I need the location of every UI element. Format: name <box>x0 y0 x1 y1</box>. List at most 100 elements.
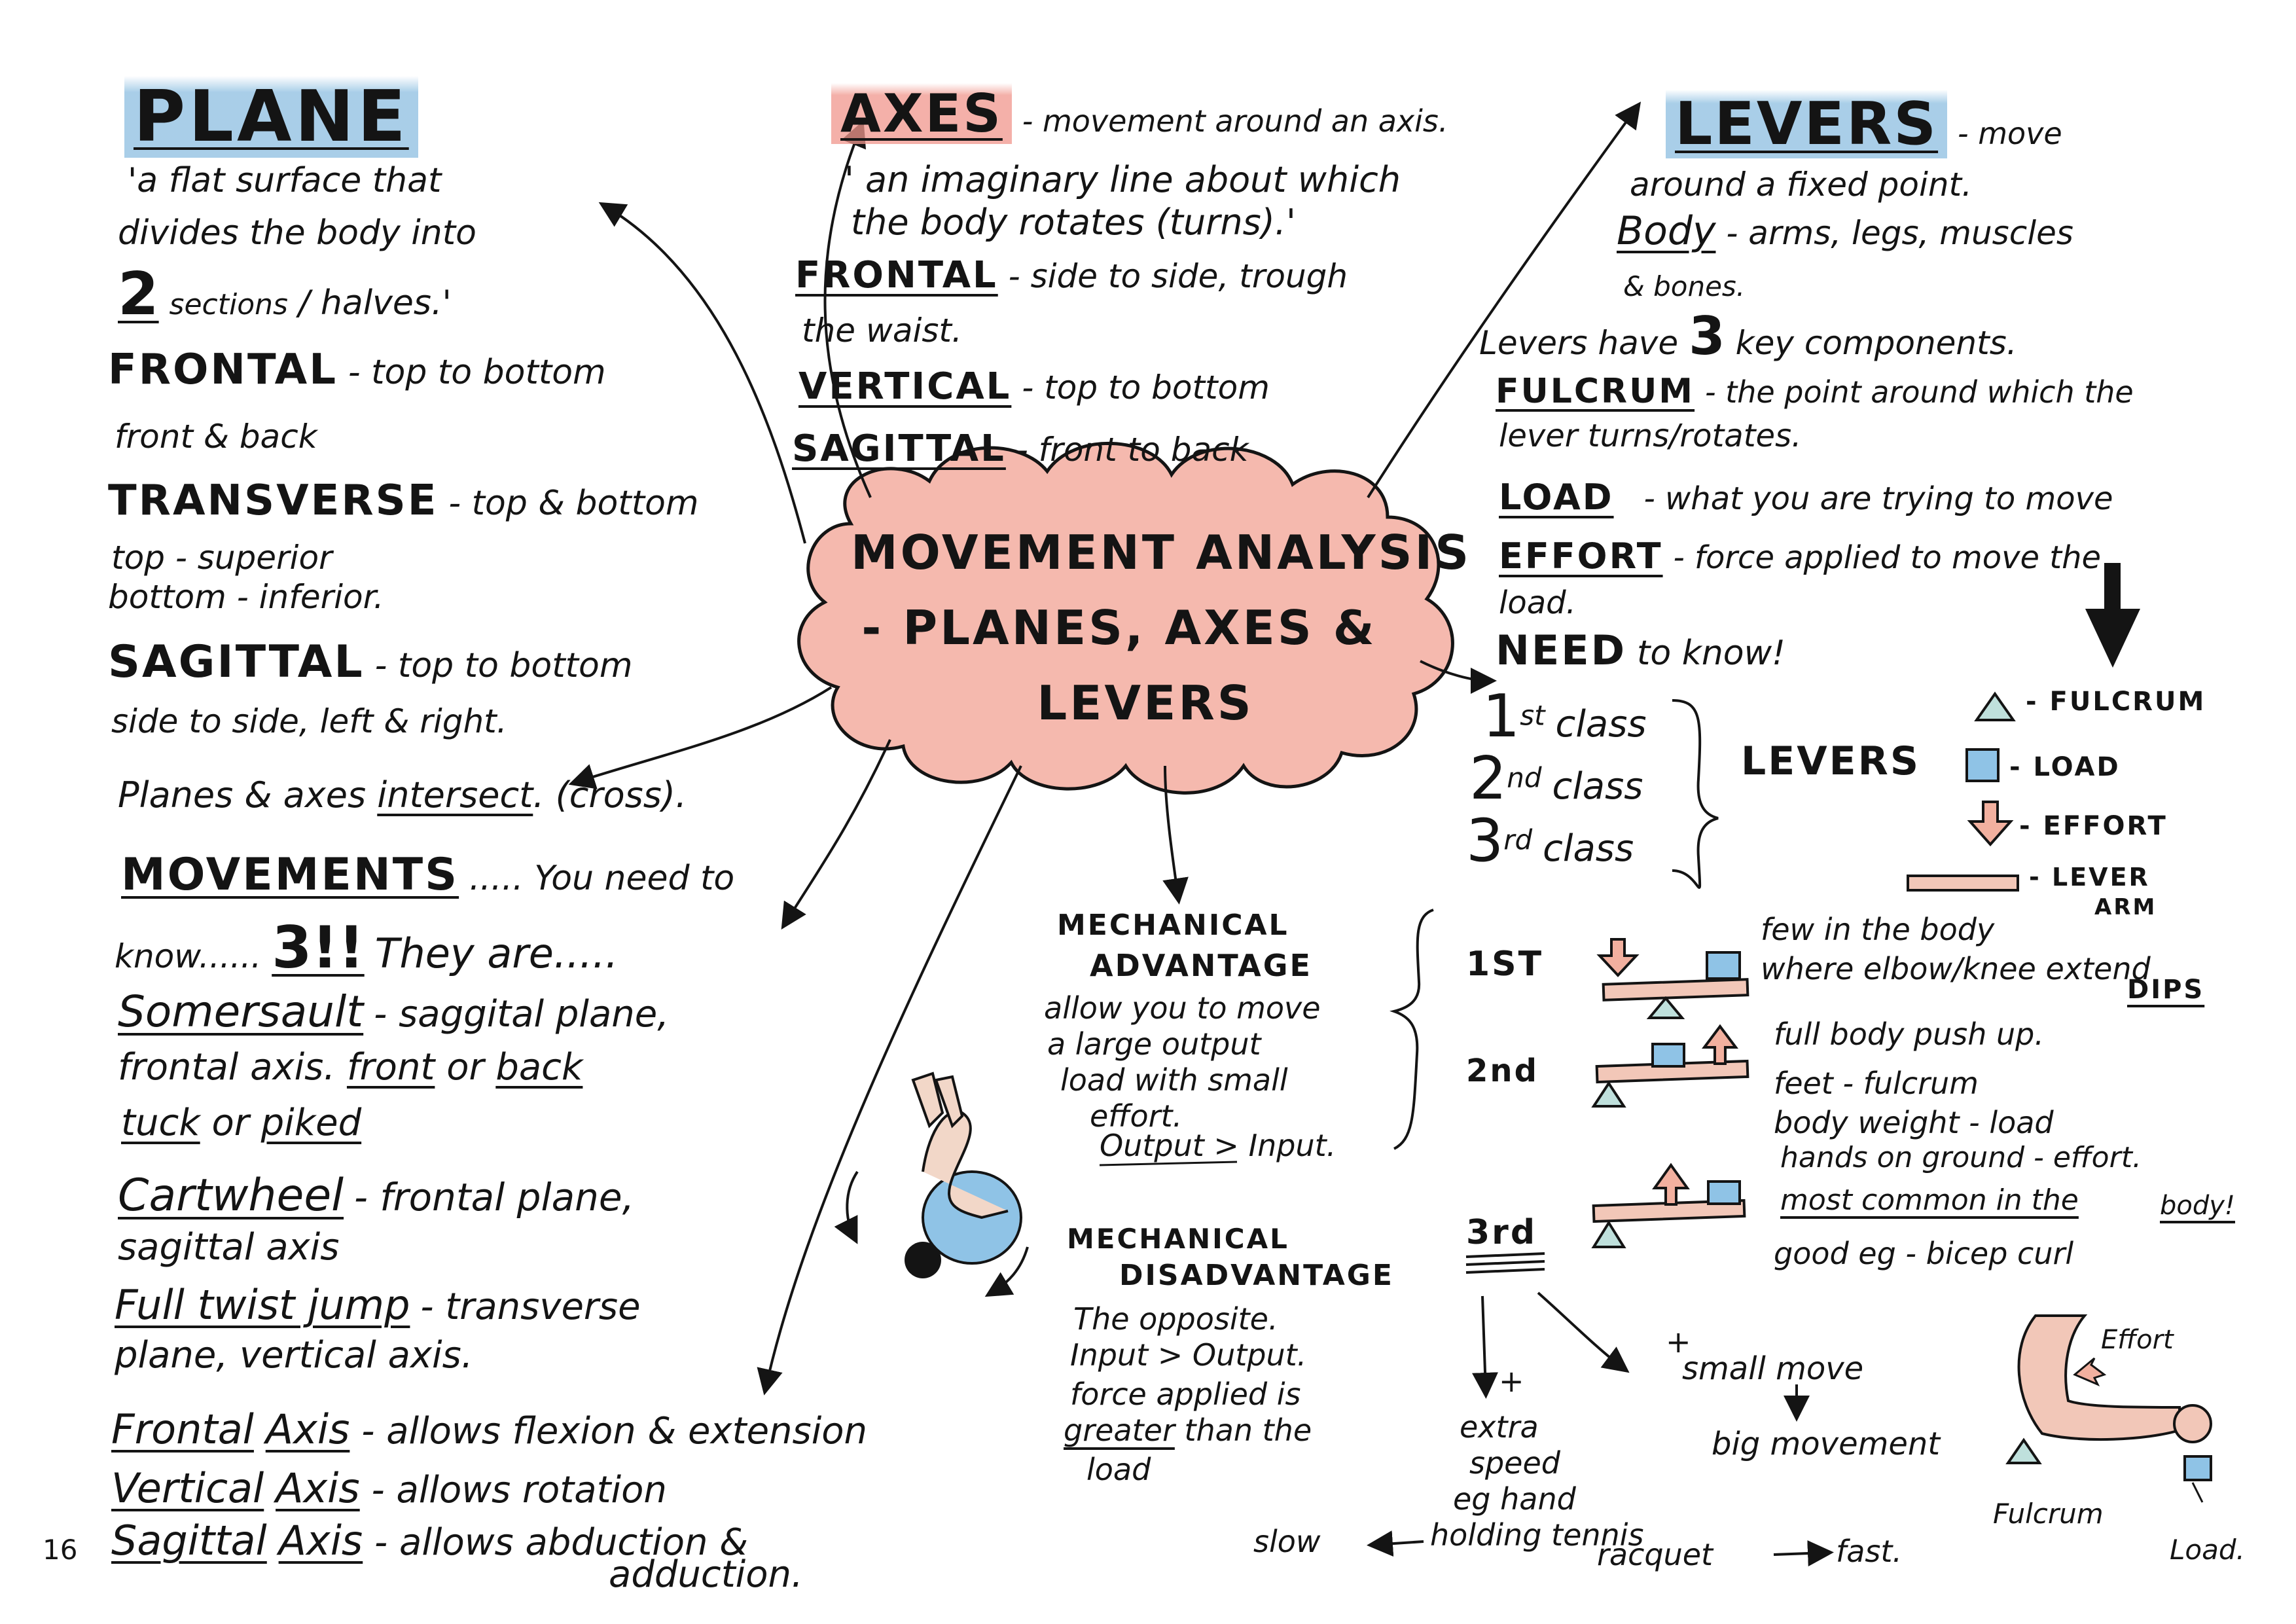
cartwheel-desc: - frontal plane, <box>353 1175 635 1219</box>
first-desc1: few in the body <box>1761 912 1995 947</box>
axes-vertical-heading: VERTICAL <box>798 365 1012 408</box>
second-class-lever <box>1591 1024 1749 1108</box>
page-number: 16 <box>43 1534 78 1566</box>
levers-effort-row: EFFORT - force applied to move the <box>1499 537 2101 575</box>
levers-body-desc2: & bones. <box>1623 270 1746 302</box>
movements-title: MOVEMENTS <box>121 849 459 901</box>
plane-sagittal-desc2: side to side, left & right. <box>111 702 507 740</box>
vertical-axis-word: Vertical <box>111 1464 264 1512</box>
levers-components-suffix: key components. <box>1735 324 2017 362</box>
axes-sagittal-heading: SAGITTAL <box>792 427 1006 470</box>
axes-frontal-row: FRONTAL - side to side, trough <box>795 255 1348 296</box>
somersault-piked: piked <box>260 1102 362 1144</box>
cartwheel-row: Cartwheel - frontal plane, <box>118 1171 635 1221</box>
second-desc3: body weight - load <box>1774 1105 2054 1140</box>
mech-dis-heading2: DISADVANTAGE <box>1119 1259 1394 1292</box>
class-1-suffix: st <box>1520 699 1545 732</box>
levers-effort-desc2: load. <box>1499 585 1576 621</box>
classes-brace <box>1672 699 1719 889</box>
big-effort-arrow <box>2085 563 2140 668</box>
plane-sagittal-desc: - top to bottom <box>374 646 633 685</box>
key-lever-label: - LEVER <box>2029 863 2150 892</box>
mech-adv-desc1: allow you to move <box>1044 990 1321 1026</box>
plane-transverse-desc2: top - superior <box>111 539 332 577</box>
extra-line5: racquet <box>1597 1537 1713 1572</box>
plane-frontal-desc2: front & back <box>115 418 317 456</box>
need-word: NEED <box>1496 626 1627 674</box>
movements-title-row: MOVEMENTS ..... You need to <box>121 849 734 901</box>
movements-know-word: know...... <box>115 937 262 975</box>
plane-frontal-desc: - top to bottom <box>348 353 606 392</box>
key-lever-icon <box>1907 875 2019 892</box>
third-class-lever <box>1591 1163 1746 1248</box>
levers-body-heading: Body <box>1617 208 1716 254</box>
mech-dis-desc3: force applied is <box>1070 1377 1301 1412</box>
plane-sections-word: sections <box>169 288 288 321</box>
somersault-front: front <box>346 1046 435 1089</box>
somersault-desc: - saggital plane, <box>374 993 670 1036</box>
axes-title-desc: - movement around an axis. <box>1022 103 1448 139</box>
vertical-axis-row: Vertical Axis - allows rotation <box>111 1466 667 1511</box>
mech-adv-desc2: a large output <box>1047 1026 1261 1062</box>
big-movement-label: big movement <box>1712 1426 1941 1462</box>
vertical-axis-axis: Axis <box>276 1464 360 1512</box>
center-title-line1: MOVEMENT ANALYSIS <box>851 525 1472 580</box>
axes-vertical-row: VERTICAL - top to bottom <box>798 367 1270 407</box>
plane-def-line1: 'a flat surface that <box>128 161 442 200</box>
need-to-know-row: NEED to know! <box>1496 628 1785 673</box>
movements-three-number: 3!! <box>272 914 365 981</box>
mech-dis-than: than the <box>1184 1413 1312 1448</box>
output-input-underline <box>1099 1161 1238 1166</box>
plane-transverse-heading: TRANSVERSE <box>108 477 439 525</box>
intersect-prefix: Planes & axes <box>118 774 367 816</box>
somersault-heading: Somersault <box>118 986 364 1037</box>
plane-frontal-heading: FRONTAL <box>108 346 338 394</box>
somersault-desc3-row: tuck or piked <box>121 1103 361 1144</box>
levers-effort-desc: - force applied to move the <box>1673 539 2102 576</box>
mech-dis-heading1: MECHANICAL <box>1067 1223 1289 1255</box>
mech-dis-desc5: load <box>1086 1452 1151 1487</box>
second-desc7: good eg - bicep curl <box>1774 1236 2074 1271</box>
levers-title: LEVERS <box>1666 90 1948 158</box>
second-desc2: feet - fulcrum <box>1774 1066 1979 1101</box>
slow-arrow <box>1367 1530 1424 1557</box>
mechanical-brace <box>1390 909 1434 1150</box>
frontal-axis-row: Frontal Axis - allows flexion & extensio… <box>111 1407 867 1452</box>
somersault-gymnast-drawing <box>834 1072 1029 1297</box>
to-know-words: to know! <box>1636 634 1785 673</box>
third-underline <box>1465 1252 1545 1274</box>
sagittal-axis-axis: Axis <box>278 1517 363 1564</box>
plane-title: PLANE <box>124 76 418 158</box>
axes-sagittal-row: SAGITTAL - front to back <box>792 429 1249 469</box>
small-plus: + <box>1666 1324 1691 1360</box>
class-2-row: 2nd class <box>1469 746 1643 811</box>
class-3-word: class <box>1543 827 1634 870</box>
levers-fulcrum-heading: FULCRUM <box>1496 372 1695 411</box>
bicep-curl-arm-drawing <box>2005 1314 2212 1503</box>
levers-fulcrum-row: FULCRUM - the point around which the <box>1496 372 2134 411</box>
plane-transverse-desc3: bottom - inferior. <box>108 578 384 616</box>
central-cloud <box>797 441 1454 795</box>
second-desc6: body! <box>2160 1191 2235 1221</box>
intersect-line: Planes & axes intersect. (cross). <box>118 776 687 814</box>
levers-components-row: Levers have 3 key components. <box>1479 308 2017 365</box>
axes-title-row: AXES - movement around an axis. <box>831 83 1448 144</box>
arrow-to-levers <box>1367 101 1641 499</box>
levers-classes-label: LEVERS <box>1741 738 1921 784</box>
levers-def: around a fixed point. <box>1630 166 1973 204</box>
plane-transverse-row: TRANSVERSE - top & bottom <box>108 478 699 524</box>
movements-know-row: know...... 3!! They are..... <box>115 916 619 980</box>
class-3-row: 3rd class <box>1466 808 1634 873</box>
somersault-desc2-row: frontal axis. front or back <box>118 1047 583 1088</box>
axes-vertical-desc: - top to bottom <box>1022 369 1270 406</box>
arrow-third-diag <box>1537 1291 1630 1373</box>
key-arm-label: ARM <box>2094 894 2157 920</box>
mech-adv-desc3: load with small <box>1060 1062 1288 1098</box>
axes-frontal-heading: FRONTAL <box>795 254 998 297</box>
second-desc1: full body push up. <box>1774 1017 2044 1052</box>
plane-def-line3: 2 sections / halves.' <box>118 262 452 327</box>
arm-effort-label: Effort <box>2101 1325 2174 1355</box>
levers-fulcrum-desc2: lever turns/rotates. <box>1499 418 1802 454</box>
levers-title-desc: - move <box>1958 116 2062 151</box>
